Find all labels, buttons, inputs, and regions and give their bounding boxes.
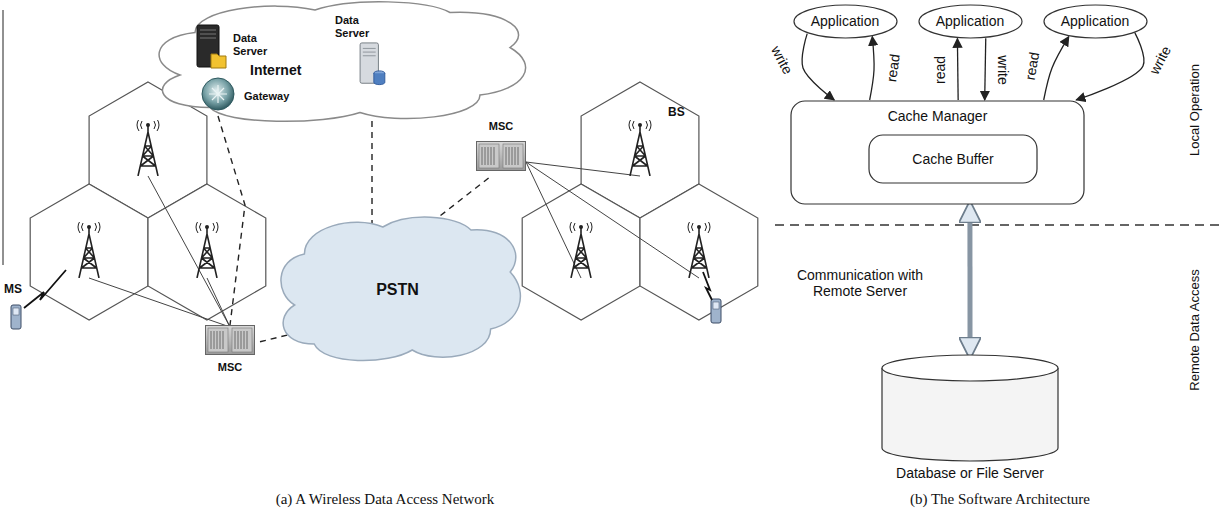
node-text: Gateway xyxy=(244,90,289,103)
read-write-arrow xyxy=(1076,33,1144,100)
edge-label: write xyxy=(995,53,1011,87)
region-label: Local Operation xyxy=(1188,64,1203,156)
gateway-icon xyxy=(202,78,234,110)
application-oval: Application xyxy=(918,4,1023,39)
node-text: Cache Manager xyxy=(790,108,1085,124)
msc-switch: MSC xyxy=(200,325,260,381)
read-write-arrow xyxy=(985,38,986,100)
mobile-station-label: MS xyxy=(4,283,22,297)
edge-label: read xyxy=(932,54,948,86)
region-label: Remote Data Access xyxy=(1188,269,1203,390)
node-text: Internet xyxy=(250,62,301,78)
edge-label: read xyxy=(1021,49,1042,83)
read-write-arrow xyxy=(957,38,959,100)
communication-arrow xyxy=(967,205,972,355)
node-text: Application xyxy=(936,13,1005,29)
application-oval: Application xyxy=(793,4,898,39)
srv-dark-icon xyxy=(197,25,226,68)
figure-caption: (a) A Wireless Data Access Network xyxy=(276,491,495,508)
base-station-label: BS xyxy=(668,106,685,120)
node-text: Cache Buffer xyxy=(912,151,993,167)
read-write-arrow xyxy=(870,36,874,100)
gateway: Gateway xyxy=(200,76,300,116)
pstn-cloud: PSTN xyxy=(275,215,520,365)
msc-switch: MSC xyxy=(470,118,532,178)
node-text: MSC xyxy=(470,120,532,133)
read-write-arrow xyxy=(802,34,834,100)
srv-light-icon xyxy=(360,43,385,85)
node-text: Application xyxy=(1061,13,1130,29)
application-oval: Application xyxy=(1043,4,1148,39)
dashed-link xyxy=(218,116,245,325)
node-text: Application xyxy=(811,13,880,29)
node-text: Data Server xyxy=(335,14,385,39)
msc-icon xyxy=(206,326,255,355)
edge-label: write xyxy=(1145,41,1175,78)
read-write-arrow xyxy=(1044,37,1069,100)
node-text: Database or File Server xyxy=(880,465,1060,481)
edge-label: read xyxy=(883,51,903,85)
node-text: MSC xyxy=(200,361,260,374)
internet-cloud: InternetData ServerData ServerGateway xyxy=(150,0,525,125)
node-text: Data Server xyxy=(233,32,288,57)
data-server: Data Server xyxy=(335,14,420,88)
edge-label: Communication with Remote Server xyxy=(783,267,937,299)
node-text: PSTN xyxy=(376,281,419,299)
edge-label: write xyxy=(767,41,797,78)
msc-icon xyxy=(477,142,526,171)
cache-manager-box: Cache ManagerCache Buffer xyxy=(790,100,1085,205)
database-cylinder: Database or File Server xyxy=(880,355,1060,489)
cache-buffer-box: Cache Buffer xyxy=(868,134,1038,184)
figure-caption: (b) The Software Architecture xyxy=(910,491,1090,508)
data-server: Data Server xyxy=(195,24,290,72)
